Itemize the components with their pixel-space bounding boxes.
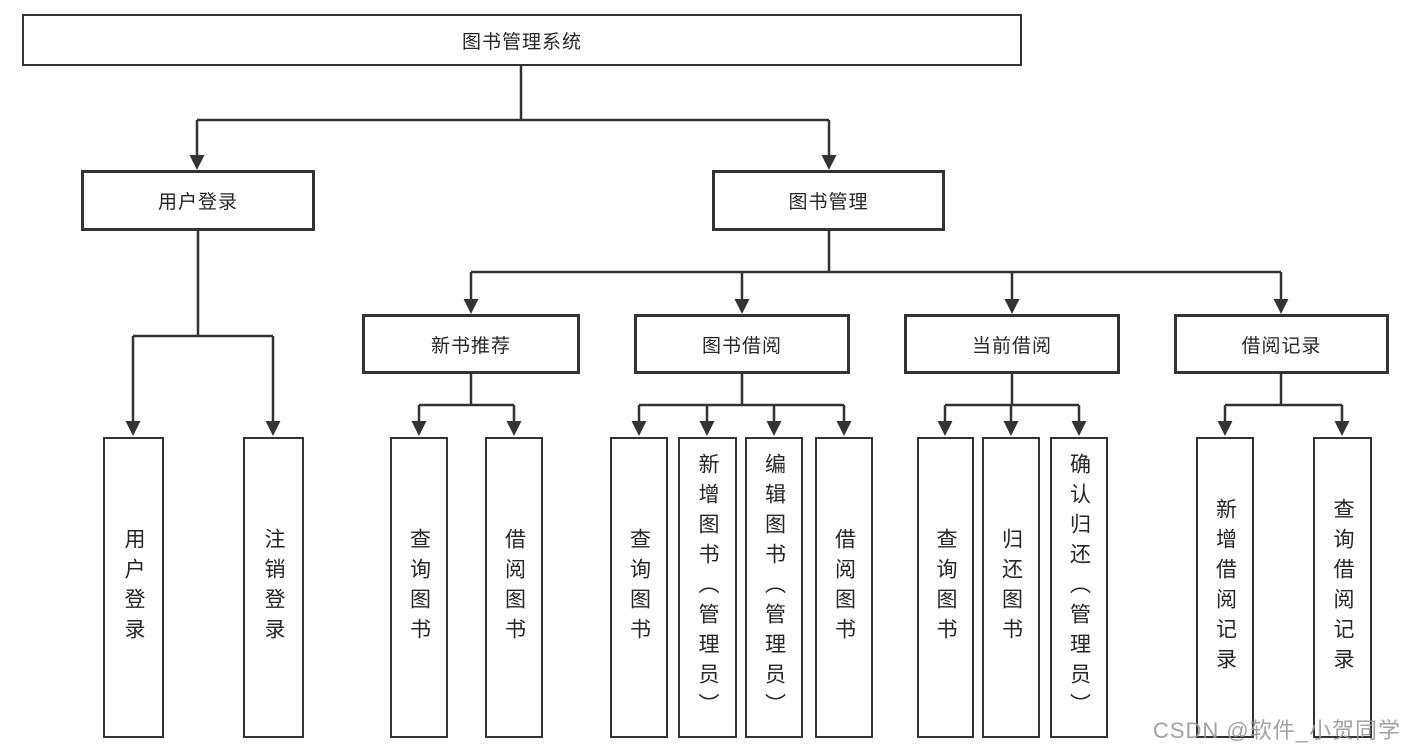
leaf-query-books-1: 查询图书 [390, 437, 448, 738]
leaf-add-books-admin: 新增图书（管理员） [678, 437, 737, 738]
node-library-system: 图书管理系统 [22, 14, 1022, 66]
leaf-borrow-books-1: 借阅图书 [485, 437, 543, 738]
leaf-query-books-3-label: 查询图书 [934, 527, 957, 648]
leaf-add-books-admin-label: 新增图书（管理员） [696, 452, 719, 723]
leaf-query-books-2: 查询图书 [610, 437, 668, 738]
leaf-user-login-label: 用户登录 [122, 527, 145, 648]
leaf-query-borrow-record: 查询借阅记录 [1313, 437, 1372, 738]
leaf-confirm-return-admin-label: 确认归还（管理员） [1067, 452, 1091, 723]
leaf-confirm-return-admin: 确认归还（管理员） [1050, 437, 1108, 738]
leaf-borrow-books-1-label: 借阅图书 [502, 527, 526, 648]
leaf-logout-label: 注销登录 [262, 527, 285, 648]
node-current-borrow: 当前借阅 [904, 314, 1120, 374]
node-new-book-recommend: 新书推荐 [362, 314, 580, 374]
node-user-login-group: 用户登录 [81, 170, 315, 231]
node-book-management: 图书管理 [712, 170, 945, 231]
leaf-borrow-books-2-label: 借阅图书 [832, 527, 856, 648]
leaf-borrow-books-2: 借阅图书 [815, 437, 873, 738]
leaf-add-borrow-record-label: 新增借阅记录 [1213, 497, 1237, 678]
leaf-query-borrow-record-label: 查询借阅记录 [1331, 497, 1354, 678]
leaf-logout: 注销登录 [243, 437, 304, 738]
leaf-add-borrow-record: 新增借阅记录 [1196, 437, 1254, 738]
leaf-return-books-label: 归还图书 [999, 527, 1023, 648]
leaf-query-books-3: 查询图书 [917, 437, 974, 738]
leaf-user-login: 用户登录 [103, 437, 164, 738]
leaf-return-books: 归还图书 [982, 437, 1040, 738]
leaf-edit-books-admin-label: 编辑图书（管理员） [762, 452, 786, 723]
arrowheads [125, 155, 1350, 436]
leaf-query-books-2-label: 查询图书 [627, 527, 651, 648]
leaf-edit-books-admin: 编辑图书（管理员） [745, 437, 803, 738]
node-borrow-records: 借阅记录 [1174, 314, 1389, 374]
csdn-watermark: CSDN @软件_小贺同学 [1152, 718, 1401, 743]
node-book-borrow: 图书借阅 [634, 314, 850, 374]
leaf-query-books-1-label: 查询图书 [407, 527, 431, 648]
